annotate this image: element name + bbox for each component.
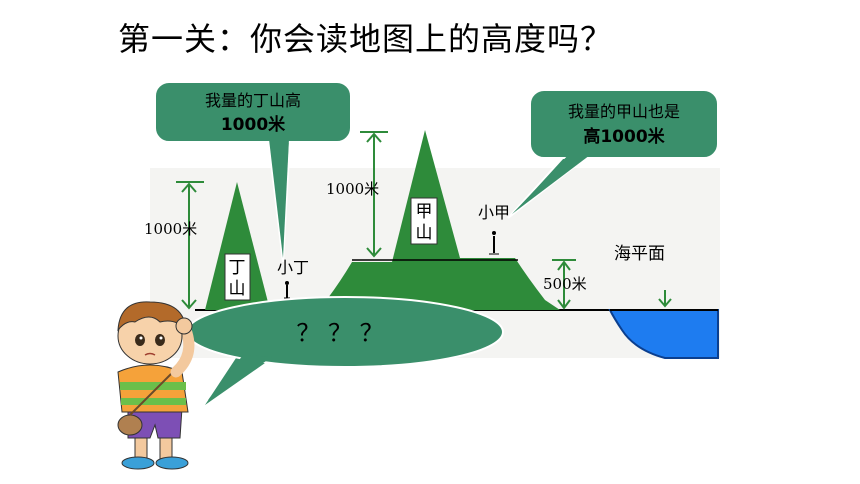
question-bubble <box>186 296 504 405</box>
jia-height-label: 1000米 <box>326 180 379 198</box>
xiao-jia-figure <box>489 231 499 255</box>
ding-height-label: 1000米 <box>144 220 197 238</box>
sea-level-arrow <box>658 290 672 308</box>
left-bubble-line-2: 1000米 <box>221 114 286 135</box>
jia-mountain-label-2: 山 <box>416 223 433 243</box>
right-bubble-line-1: 我量的甲山也是 <box>568 102 680 121</box>
question-marks: ？ ？ ？ <box>296 319 383 347</box>
boy-illustration <box>117 301 195 470</box>
sea-level-label: 海平面 <box>614 244 665 264</box>
jia-mountain-label-1: 甲 <box>416 202 433 222</box>
ding-mountain <box>205 182 270 310</box>
ding-mountain-label-box <box>224 253 251 301</box>
plateau-height-arrow <box>552 259 576 310</box>
sea <box>608 309 719 359</box>
left-bubble-line-1: 我量的丁山高 <box>205 91 301 110</box>
ding-mountain-label-2: 山 <box>229 279 246 299</box>
jia-mountain-label-box <box>410 197 438 245</box>
ding-mountain-label-1: 丁 <box>229 258 246 278</box>
right-speech-bubble <box>507 89 719 219</box>
left-speech-bubble <box>154 81 352 263</box>
right-bubble-line-2: 高1000米 <box>583 126 665 147</box>
plateau-height-label: 500米 <box>543 275 587 293</box>
xiao-ding-label: 小丁 <box>277 258 309 277</box>
xiao-jia-label: 小甲 <box>478 203 510 222</box>
xiao-ding-figure <box>284 281 290 299</box>
jia-height-arrow <box>360 131 388 258</box>
ding-height-arrow <box>176 181 204 310</box>
page-title: 第一关：你会读地图上的高度吗？ <box>118 20 614 58</box>
jia-mountain <box>328 130 560 310</box>
